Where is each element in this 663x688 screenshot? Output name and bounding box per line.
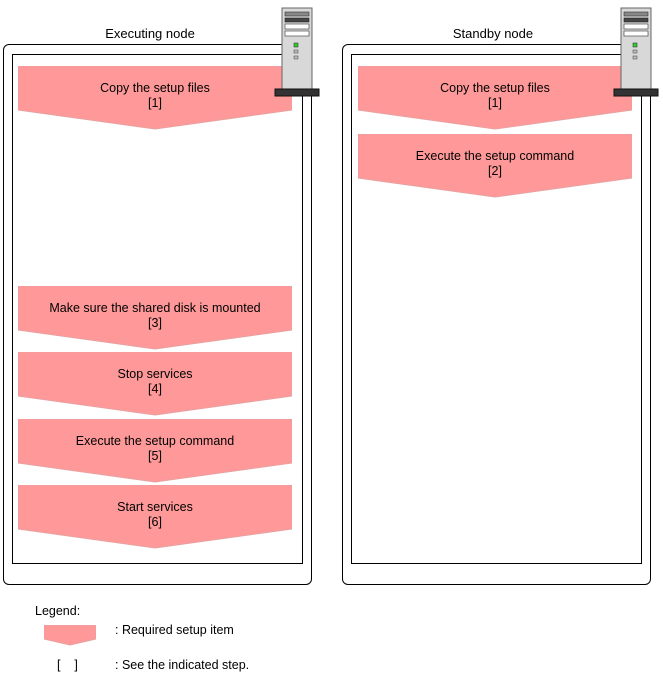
standby-node-inner-panel — [351, 54, 642, 564]
standby-node-title: Standby node — [452, 26, 534, 41]
standby-step-copy-setup-files: Copy the setup files [1] — [358, 66, 632, 130]
standby-step-execute-setup-command: Execute the setup command [2] — [358, 134, 632, 198]
executing-step-execute-setup-command: Execute the setup command [5] — [18, 419, 292, 483]
legend-brackets: [ ] — [57, 658, 78, 672]
server-icon — [613, 6, 659, 98]
step-ref: [6] — [148, 515, 162, 529]
legend-see-step-text: : See the indicated step. — [115, 658, 250, 672]
legend-title: Legend: — [35, 604, 81, 618]
step-label: Start services — [117, 500, 193, 514]
legend-required-text: : Required setup item — [115, 623, 234, 637]
step-label: Stop services — [117, 367, 193, 381]
step-label: Execute the setup command — [415, 149, 575, 163]
server-icon — [274, 6, 320, 98]
step-ref: [2] — [488, 164, 502, 178]
step-label: Make sure the shared disk is mounted — [49, 301, 261, 315]
step-ref: [3] — [148, 316, 162, 330]
executing-step-copy-setup-files: Copy the setup files [1] — [18, 66, 292, 130]
step-label: Copy the setup files — [440, 81, 550, 95]
step-label: Execute the setup command — [75, 434, 235, 448]
step-ref: [1] — [488, 96, 502, 110]
step-label: Copy the setup files — [100, 81, 210, 95]
executing-node-title: Executing node — [105, 26, 195, 41]
legend-required-shape — [43, 624, 97, 646]
executing-step-shared-disk-mounted: Make sure the shared disk is mounted [3] — [18, 286, 292, 350]
step-ref: [4] — [148, 382, 162, 396]
step-ref: [1] — [148, 96, 162, 110]
executing-step-start-services: Start services [6] — [18, 485, 292, 549]
step-ref: [5] — [148, 449, 162, 463]
executing-step-stop-services: Stop services [4] — [18, 352, 292, 416]
